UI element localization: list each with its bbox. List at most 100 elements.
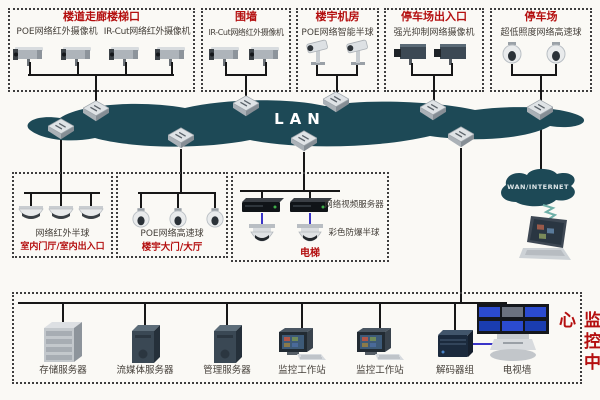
bus-line xyxy=(28,74,174,76)
downlink-line xyxy=(180,149,182,193)
laptop-icon xyxy=(517,214,573,266)
network-switch-icon xyxy=(48,118,74,140)
bus-line xyxy=(138,192,216,194)
connector-line xyxy=(60,194,62,206)
bus-line xyxy=(18,302,507,304)
device-label: 管理服务器 xyxy=(203,365,251,376)
network-switch-icon xyxy=(233,95,259,117)
tower-server-icon xyxy=(210,325,244,365)
video-cable xyxy=(309,213,311,226)
bus-line xyxy=(411,74,453,76)
dome-camera-icon xyxy=(17,206,45,228)
device-label: 监控工作站 xyxy=(278,365,326,376)
network-switch-icon xyxy=(448,126,474,148)
speed-dome-icon xyxy=(169,208,187,230)
bus-line xyxy=(316,74,358,76)
connector-line xyxy=(29,62,31,75)
connector-line xyxy=(77,62,79,75)
lan-label: LAN xyxy=(274,110,326,128)
dome-camera-icon xyxy=(47,206,75,228)
network-switch-icon xyxy=(83,100,109,122)
uplink-line xyxy=(433,76,435,109)
connector-line xyxy=(30,194,32,206)
device-label: 解码器组 xyxy=(435,365,474,376)
tower-server-icon xyxy=(128,325,162,365)
speed-dome-icon xyxy=(132,208,150,230)
connector-line xyxy=(411,63,413,75)
connector-line xyxy=(309,192,311,199)
bus-line xyxy=(511,74,557,76)
speed-dome-icon xyxy=(502,42,522,66)
connector-line xyxy=(144,304,146,328)
downlink-line xyxy=(60,140,62,193)
group-title: 楼宇大门/大厅 xyxy=(141,242,203,253)
group-indoor-foyer xyxy=(12,172,113,258)
connector-line xyxy=(265,62,267,75)
wireless-link-icon xyxy=(542,204,557,220)
group-elevator xyxy=(231,172,389,262)
group-title: 室内门厅/室内出入口 xyxy=(20,242,105,252)
storage-server-icon xyxy=(40,322,86,366)
connector-line xyxy=(125,62,127,75)
connector-line xyxy=(225,62,227,75)
connector-line xyxy=(301,304,303,328)
network-switch-icon xyxy=(527,99,553,121)
video-server-icon xyxy=(240,198,284,214)
connector-line xyxy=(62,304,64,328)
device-label: 彩色防爆半球 xyxy=(328,228,380,238)
device-label: POE网络智能半球 xyxy=(301,28,374,38)
control-center-title: 监控中心 xyxy=(555,311,600,374)
bus-line xyxy=(225,74,267,76)
network-switch-icon xyxy=(291,130,317,152)
wan-label: WAN/INTERNET xyxy=(507,183,569,191)
network-switch-icon xyxy=(168,127,194,149)
connector-line xyxy=(214,194,216,208)
connector-line xyxy=(90,194,92,206)
downlink-line xyxy=(303,152,305,191)
network-switch-icon xyxy=(420,99,446,121)
connector-line xyxy=(379,304,381,328)
device-label: POE网络高速球 xyxy=(140,229,204,239)
group-title: 停车场 xyxy=(524,10,558,23)
group-building-gate-lobby xyxy=(116,172,228,258)
connector-line xyxy=(171,62,173,75)
connector-line xyxy=(356,65,358,75)
device-label: IR-Cut网络红外摄像机 xyxy=(208,28,284,37)
network-switch-icon xyxy=(323,91,349,113)
workstation-icon xyxy=(355,328,405,364)
connector-line xyxy=(140,194,142,208)
wan-link-line xyxy=(540,121,542,170)
speed-dome-icon xyxy=(206,208,224,230)
connector-line xyxy=(226,304,228,328)
uplink-line xyxy=(540,76,542,109)
device-label: 流媒体服务器 xyxy=(116,365,174,376)
decoder-tvwall-cable xyxy=(473,343,495,345)
uplink-line xyxy=(336,76,338,101)
downlink-line xyxy=(460,148,462,303)
group-control-center xyxy=(12,292,582,384)
decoder-icon xyxy=(436,330,474,358)
box-camera-icon xyxy=(394,41,430,65)
device-label: 网络红外半球 xyxy=(35,229,90,239)
video-cable xyxy=(261,213,263,226)
group-title: 电梯 xyxy=(300,248,320,259)
connector-line xyxy=(177,194,179,208)
device-label: POE网络红外摄像机 xyxy=(16,27,98,37)
ptz-camera-icon xyxy=(305,38,329,66)
connector-line xyxy=(511,64,513,75)
connector-line xyxy=(555,64,557,75)
device-label: 超低照度网络高速球 xyxy=(500,28,582,38)
workstation-icon xyxy=(277,328,327,364)
device-label: 电视墙 xyxy=(502,365,532,376)
device-label: 监控工作站 xyxy=(356,365,404,376)
wan-cloud xyxy=(501,168,575,207)
bus-line xyxy=(24,192,100,194)
connector-line xyxy=(261,192,263,199)
group-title: 楼宇机房 xyxy=(315,10,360,23)
ptz-camera-icon xyxy=(345,38,369,66)
group-corridor-stairs xyxy=(8,8,195,92)
uplink-line xyxy=(95,76,97,110)
device-label: 强光抑制网络摄像机 xyxy=(393,28,475,38)
group-title: 楼道走廊楼梯口 xyxy=(63,10,140,23)
